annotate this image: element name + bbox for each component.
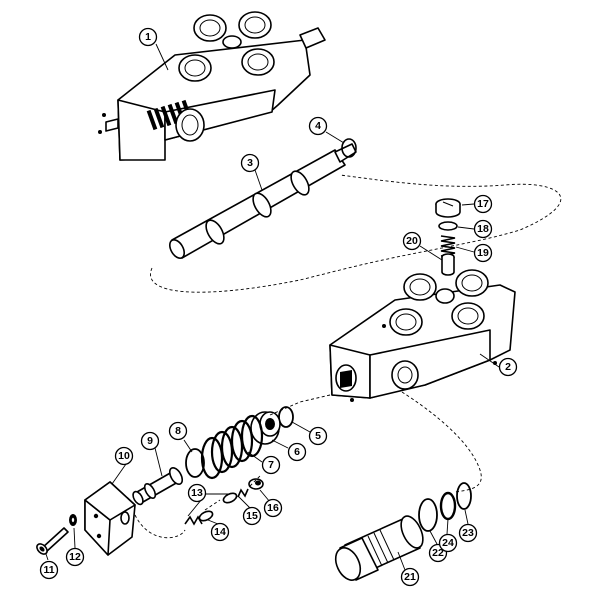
callout-3: 3	[240, 153, 260, 173]
callout-1-label: 1	[145, 31, 151, 43]
callout-23-label: 23	[462, 527, 474, 539]
o-ring-part-23	[456, 482, 472, 510]
o-ring-part-4	[341, 138, 357, 158]
callout-2: 2	[498, 357, 518, 377]
callout-6: 6	[287, 442, 307, 462]
callout-8-label: 8	[175, 425, 181, 437]
callout-9: 9	[140, 431, 160, 451]
callout-17-label: 17	[477, 198, 489, 210]
callout-9-label: 9	[147, 435, 153, 447]
callout-15-label: 15	[246, 510, 258, 522]
callout-24-label: 24	[442, 537, 454, 549]
lock-washer-part-12	[69, 514, 77, 526]
callout-14: 14	[210, 522, 230, 542]
callout-21: 21	[400, 567, 420, 587]
small-parts-path	[204, 475, 261, 511]
plug-part-17	[435, 198, 461, 218]
callout-2-label: 2	[505, 361, 511, 373]
callout-16: 16	[263, 498, 283, 518]
callout-24: 24	[438, 533, 458, 553]
spring-part-7	[200, 414, 264, 480]
callout-10: 10	[114, 446, 134, 466]
callout-8: 8	[168, 421, 188, 441]
callout-23: 23	[458, 523, 478, 543]
callout-19-label: 19	[477, 247, 489, 259]
callout-13-label: 13	[191, 487, 203, 499]
relief-valve-path	[401, 391, 482, 493]
callout-3-label: 3	[247, 157, 253, 169]
leader-lines	[45, 43, 500, 571]
callout-18-label: 18	[477, 223, 489, 235]
callout-20: 20	[402, 231, 422, 251]
callout-12: 12	[65, 547, 85, 567]
end-cap-part-10	[84, 481, 136, 556]
valve-assembly-part-1	[98, 11, 326, 161]
seal-ring-part-18	[438, 221, 458, 231]
callout-22-label: 22	[432, 547, 444, 559]
callout-13: 13	[187, 483, 207, 503]
washer-part-8	[185, 448, 205, 478]
callout-11: 11	[39, 560, 59, 580]
callout-17: 17	[473, 194, 493, 214]
poppet-part-20	[441, 253, 455, 276]
callout-18: 18	[473, 219, 493, 239]
callout-12-label: 12	[69, 551, 81, 563]
pin-part-14	[198, 510, 214, 522]
callout-4-label: 4	[315, 120, 321, 132]
callout-14-label: 14	[214, 526, 226, 538]
callout-6-label: 6	[294, 446, 300, 458]
o-ring-part-22	[418, 498, 438, 532]
spring-part-19	[440, 235, 456, 257]
callout-19: 19	[473, 243, 493, 263]
callout-7-label: 7	[268, 459, 274, 471]
callout-5: 5	[308, 426, 328, 446]
callout-10-label: 10	[118, 450, 130, 462]
valve-body-part-2	[329, 269, 516, 402]
callout-20-label: 20	[406, 235, 418, 247]
callout-4: 4	[308, 116, 328, 136]
callout-1: 1	[138, 27, 158, 47]
spool-insertion-path	[150, 174, 562, 293]
seat-part-16	[248, 478, 264, 490]
callout-16-label: 16	[267, 502, 279, 514]
callout-15: 15	[242, 506, 262, 526]
relief-cartridge-part-21	[334, 515, 424, 581]
callout-5-label: 5	[315, 430, 321, 442]
callout-11-label: 11	[43, 564, 54, 576]
pin-part-15	[222, 488, 249, 504]
screw-part-11	[36, 527, 69, 555]
backup-ring-part-24	[439, 491, 457, 521]
end-cap-path	[134, 514, 186, 539]
spool-part-3	[168, 143, 357, 259]
callout-21-label: 21	[404, 571, 416, 583]
stem-part-9	[132, 467, 184, 506]
callout-7: 7	[261, 455, 281, 475]
